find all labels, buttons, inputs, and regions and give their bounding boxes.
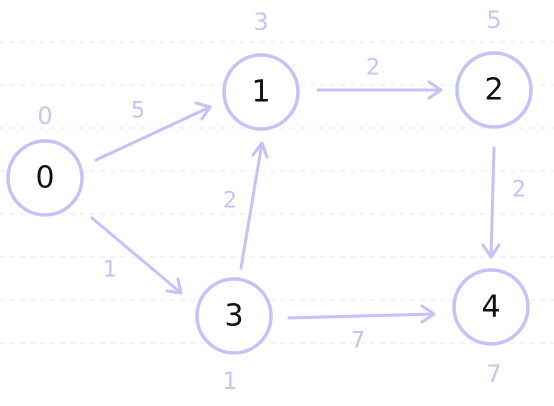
- node-1-distance: 3: [253, 8, 268, 36]
- node-2-label: 2: [484, 73, 503, 108]
- node-3-label: 3: [224, 299, 243, 334]
- edge-weight-2-4: 2: [512, 178, 526, 203]
- edge-1-2: 2: [316, 56, 443, 100]
- node-2-circle: [455, 51, 533, 129]
- node-2-distance: 5: [486, 6, 501, 34]
- node-0: 0 0: [6, 102, 84, 217]
- node-3-distance: 1: [222, 367, 237, 395]
- node-4: 4 7: [452, 268, 530, 388]
- node-3: 3 1: [195, 277, 273, 395]
- edge-weight-0-3: 1: [103, 258, 117, 283]
- edge-3-1: 2: [223, 141, 269, 270]
- edge-3-4: 7: [287, 304, 436, 354]
- node-0-circle: [6, 139, 84, 217]
- edge-0-1: 5: [94, 99, 212, 162]
- node-1-circle: [222, 53, 300, 131]
- node-3-circle: [195, 277, 273, 355]
- edge-weight-1-2: 2: [366, 56, 380, 81]
- node-4-circle: [452, 268, 530, 346]
- node-0-distance: 0: [37, 102, 52, 130]
- edge-2-4: 2: [481, 146, 526, 259]
- edge-weight-3-4: 7: [351, 329, 365, 354]
- edge-0-3: 1: [90, 216, 183, 295]
- node-1: 3 1: [222, 8, 300, 131]
- edge-weight-0-1: 5: [131, 99, 145, 124]
- node-1-label: 1: [251, 75, 270, 110]
- node-4-distance: 7: [486, 360, 501, 388]
- node-4-label: 4: [481, 290, 500, 325]
- edge-weight-3-1: 2: [223, 189, 237, 214]
- node-2: 5 2: [455, 6, 533, 129]
- node-0-label: 0: [35, 161, 54, 196]
